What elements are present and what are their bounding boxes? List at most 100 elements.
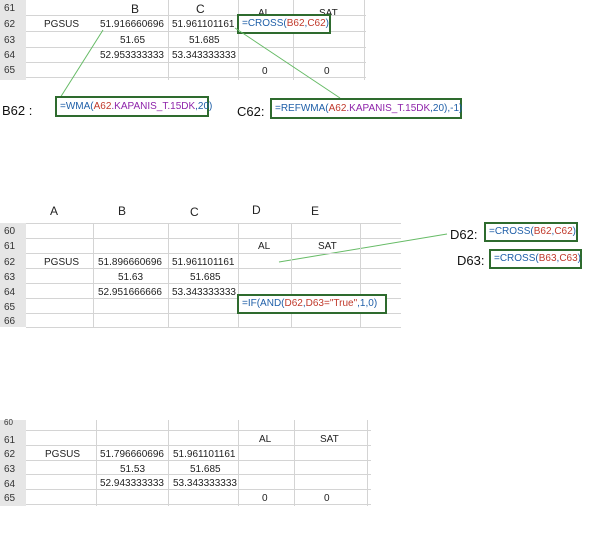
row-number[interactable]: 60 [4, 418, 13, 427]
formula-box-d65[interactable]: =IF(AND(D62,D63="True",1,0) [237, 294, 387, 314]
cell-e65[interactable]: 0 [324, 493, 330, 504]
grid-line [26, 223, 401, 224]
row-numbers-3: 60 61 62 63 64 65 [0, 418, 26, 506]
formula-ref: B62 [286, 18, 305, 29]
cell-b64[interactable]: 52.943333333 [100, 478, 164, 489]
grid-line [26, 460, 371, 461]
cell-b64[interactable]: 52.953333333 [100, 50, 164, 61]
row-number[interactable]: 62 [4, 19, 16, 30]
row-number[interactable]: 63 [4, 35, 16, 46]
row-number[interactable]: 61 [4, 435, 16, 446]
grid-line [26, 298, 401, 299]
formula-ref: A62 [328, 103, 347, 114]
formula-ref: B62 [533, 226, 552, 237]
row-number[interactable]: 65 [4, 493, 16, 504]
cell-c64[interactable]: 53.343333333 [172, 287, 236, 298]
grid-line [168, 0, 169, 80]
cell-c63[interactable]: 51.685 [190, 464, 221, 475]
row-number[interactable]: 60 [4, 226, 16, 237]
row-number[interactable]: 63 [4, 464, 16, 475]
formula-end: ,1,0) [357, 298, 378, 309]
cell-b64[interactable]: 52.951666666 [98, 287, 162, 298]
grid-line [364, 0, 365, 80]
formula-sep: , [556, 253, 560, 264]
formula-ref: D62 [284, 298, 303, 309]
cell-c62[interactable]: 51.961101161 [172, 257, 235, 268]
row-number[interactable]: 63 [4, 272, 16, 283]
formula-box-d62-callout[interactable]: =CROSS(B62,C62) [484, 222, 578, 242]
cell-c62[interactable]: 51.961101161 [172, 19, 235, 30]
grid-line [26, 327, 401, 328]
grid-line [168, 223, 169, 327]
formula-ref: D63 [305, 298, 324, 309]
row-number[interactable]: 66 [4, 316, 16, 327]
formula-fn: =IF(AND( [242, 298, 285, 309]
row-number[interactable]: 62 [4, 257, 16, 268]
cell-b63[interactable]: 51.63 [118, 272, 144, 283]
grid-line [93, 223, 94, 327]
row-number[interactable]: 64 [4, 287, 16, 298]
formula-box-b62[interactable]: =WMA(A62.KAPANIS_T.15DK,20) [55, 96, 212, 117]
grid-line [26, 238, 401, 239]
row-number[interactable]: 61 [4, 241, 16, 252]
row-number[interactable]: 64 [4, 50, 16, 61]
cell-b62[interactable]: 51.916660696 [100, 19, 164, 30]
cell-b63[interactable]: 51.65 [120, 35, 146, 46]
grid-line [26, 62, 366, 63]
cell-c62[interactable]: 51.961101161 [173, 449, 236, 460]
row-number[interactable]: 65 [4, 65, 16, 76]
cell-e65[interactable]: 0 [324, 66, 330, 77]
cell-a62[interactable]: PGSUS [44, 19, 80, 30]
formula-fn: =CROSS( [489, 226, 534, 237]
grid-line [293, 0, 294, 80]
grid-line [294, 420, 295, 506]
row-number[interactable]: 61 [4, 3, 16, 14]
grid-line [26, 268, 401, 269]
col-header-b[interactable]: B [131, 2, 140, 16]
grid-line [26, 445, 371, 446]
grid-line [26, 77, 366, 78]
grid-line [26, 474, 371, 475]
row-number[interactable]: 62 [4, 449, 16, 460]
grid-line [291, 223, 292, 327]
cell-b63[interactable]: 51.53 [120, 464, 146, 475]
cell-c63[interactable]: 51.685 [190, 272, 221, 283]
formula-fn: =CROSS( [494, 253, 539, 264]
formula-box-d62[interactable]: =CROSS(B62,C62) [237, 14, 331, 34]
col-header-c[interactable]: C [196, 2, 205, 16]
formula-fn: =REFWMA( [275, 103, 329, 114]
formula-sep: , [551, 226, 555, 237]
formula-fn: =CROSS( [242, 18, 287, 29]
cell-b62[interactable]: 51.796660696 [100, 449, 164, 460]
cell-a62[interactable]: PGSUS [45, 449, 81, 460]
cell-b62[interactable]: 51.896660696 [98, 257, 162, 268]
cell-c64[interactable]: 53.343333333 [172, 50, 236, 61]
formula-ref: A62 [93, 101, 112, 112]
row-number[interactable]: 64 [4, 479, 16, 490]
col-header-e[interactable]: E [311, 204, 320, 218]
formula-ref: .KAPANIS_T.15DK [111, 101, 196, 112]
col-header-b[interactable]: B [118, 204, 127, 218]
col-header-c[interactable]: C [190, 205, 199, 219]
formula-ref: C62 [554, 226, 573, 237]
formula-box-d63-callout[interactable]: =CROSS(B63,C63) [489, 249, 582, 269]
formula-ref: .KAPANIS_T.15DK [346, 103, 431, 114]
formula-box-c62[interactable]: =REFWMA(A62.KAPANIS_T.15DK,20),-1) [270, 98, 462, 119]
grid-line [26, 47, 366, 48]
col-header-a[interactable]: A [50, 204, 59, 218]
cell-c63[interactable]: 51.685 [189, 35, 220, 46]
grid-line [238, 223, 239, 327]
col-header-d[interactable]: D [252, 203, 261, 217]
header-al: AL [258, 8, 270, 19]
formula-ref: C62 [307, 18, 326, 29]
row-number[interactable]: 65 [4, 302, 16, 313]
cell-c64[interactable]: 53.343333333 [173, 478, 237, 489]
header-al: AL [259, 434, 272, 445]
label-b62: B62 : [2, 103, 33, 118]
grid-line [26, 15, 366, 16]
cell-d65[interactable]: 0 [262, 66, 268, 77]
connector-b62 [59, 29, 104, 99]
cell-a62[interactable]: PGSUS [44, 257, 80, 268]
cell-d65[interactable]: 0 [262, 493, 268, 504]
